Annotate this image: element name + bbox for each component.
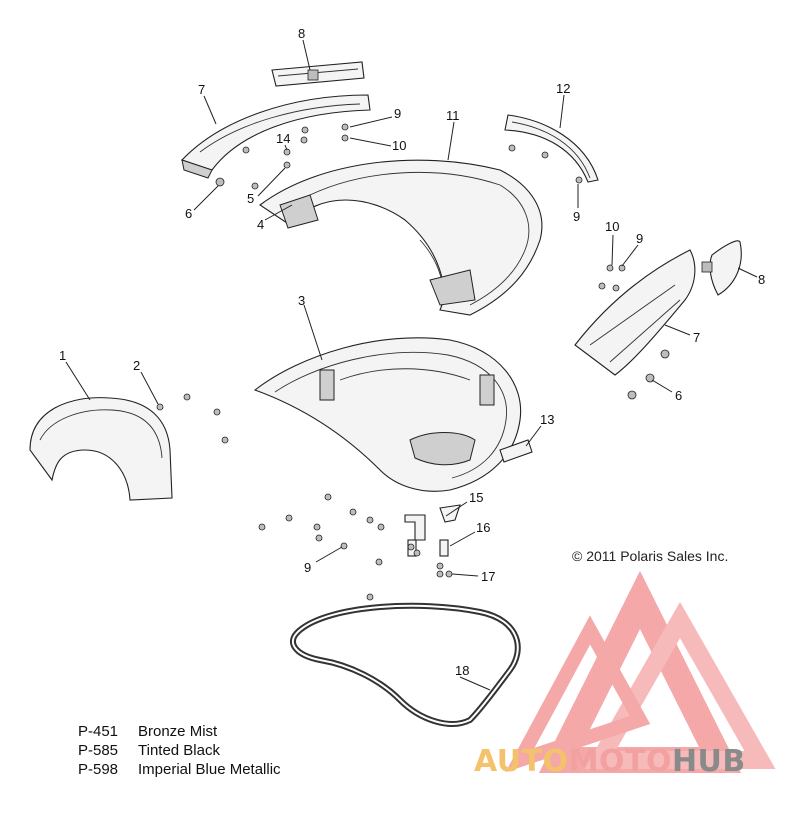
legend-code: P-585 bbox=[78, 742, 119, 759]
watermark-logo bbox=[505, 570, 776, 773]
legend-code: P-598 bbox=[78, 761, 119, 778]
part-15-bracket bbox=[404, 504, 461, 541]
callout-1: 1 bbox=[59, 348, 66, 363]
callout-2: 2 bbox=[133, 358, 140, 373]
callout-5: 5 bbox=[247, 191, 254, 206]
legend-code: P-451 bbox=[78, 723, 119, 740]
part-7-right-trim bbox=[574, 249, 696, 376]
callout-12: 12 bbox=[556, 81, 570, 96]
callout-7-top: 7 bbox=[198, 82, 205, 97]
legend-row: P-451 Bronze Mist bbox=[78, 722, 281, 741]
callout-4: 4 bbox=[257, 217, 264, 232]
part-1-cover bbox=[29, 397, 173, 501]
callout-10-top: 10 bbox=[392, 138, 406, 153]
callout-8-right: 8 bbox=[758, 272, 765, 287]
callout-14: 14 bbox=[276, 131, 290, 146]
part-3-base bbox=[253, 337, 522, 492]
callout-16: 16 bbox=[476, 520, 490, 535]
callout-9-right-2: 9 bbox=[636, 231, 643, 246]
legend-name: Bronze Mist bbox=[138, 723, 218, 740]
part-13-bracket bbox=[499, 439, 533, 463]
callout-11: 11 bbox=[446, 108, 460, 123]
callout-9-right: 9 bbox=[573, 209, 580, 224]
part-11-lid bbox=[259, 159, 543, 316]
part-12-right-trim bbox=[504, 114, 599, 183]
watermark-text: AUTOMOTOHUB bbox=[474, 744, 746, 779]
part-8-top-trim bbox=[271, 61, 365, 87]
part-7-top-trim bbox=[181, 94, 371, 179]
color-legend: P-451 Bronze Mist P-585 Tinted Black P-5… bbox=[78, 722, 281, 779]
callout-10-right: 10 bbox=[605, 219, 619, 234]
copyright-notice: © 2011 Polaris Sales Inc. bbox=[572, 548, 729, 564]
callout-8-top: 8 bbox=[298, 26, 305, 41]
watermark-text-hub: HUB bbox=[671, 744, 746, 779]
legend-name: Tinted Black bbox=[138, 742, 220, 759]
part-8-right-trim bbox=[701, 240, 742, 296]
legend-row: P-598 Imperial Blue Metallic bbox=[78, 760, 281, 779]
part-18-seal bbox=[290, 602, 521, 727]
callout-3: 3 bbox=[298, 293, 305, 308]
leader-lines bbox=[65, 39, 758, 691]
callout-9-bottom: 9 bbox=[304, 560, 311, 575]
callout-9-top: 9 bbox=[394, 106, 401, 121]
callout-7-right: 7 bbox=[693, 330, 700, 345]
legend-name: Imperial Blue Metallic bbox=[138, 761, 281, 778]
callout-13: 13 bbox=[540, 412, 554, 427]
callout-6-right: 6 bbox=[675, 388, 682, 403]
watermark-text-auto: AUTO bbox=[474, 744, 569, 779]
callout-18: 18 bbox=[455, 663, 469, 678]
legend-row: P-585 Tinted Black bbox=[78, 741, 281, 760]
callout-17: 17 bbox=[481, 569, 495, 584]
callout-numbers: 8 7 9 10 11 12 14 5 4 6 9 10 9 8 7 6 3 1… bbox=[59, 26, 765, 678]
callout-15: 15 bbox=[469, 490, 483, 505]
callout-6-top: 6 bbox=[185, 206, 192, 221]
watermark-text-moto: MOTO bbox=[568, 744, 672, 779]
